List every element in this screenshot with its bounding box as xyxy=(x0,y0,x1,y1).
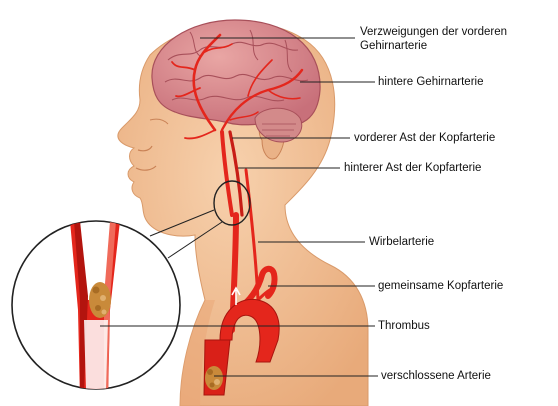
occlusion-plaque xyxy=(205,366,223,390)
label-thrombus: Thrombus xyxy=(378,319,430,333)
label-common-carotid: gemeinsame Kopfarterie xyxy=(378,279,503,293)
magnified-inset xyxy=(12,221,180,400)
label-vertebral: Wirbelarterie xyxy=(369,235,434,249)
label-frontal-branches: Verzweigungen der vorderen Gehirnarterie xyxy=(360,25,545,53)
label-occluded-artery: verschlossene Arterie xyxy=(381,369,491,383)
thrombus-plaque xyxy=(89,282,111,318)
label-posterior-cerebral: hintere Gehirnarterie xyxy=(378,75,483,89)
label-posterior-carotid-branch: hinterer Ast der Kopfarterie xyxy=(344,161,481,175)
label-anterior-carotid-branch: vorderer Ast der Kopfarterie xyxy=(354,131,495,145)
